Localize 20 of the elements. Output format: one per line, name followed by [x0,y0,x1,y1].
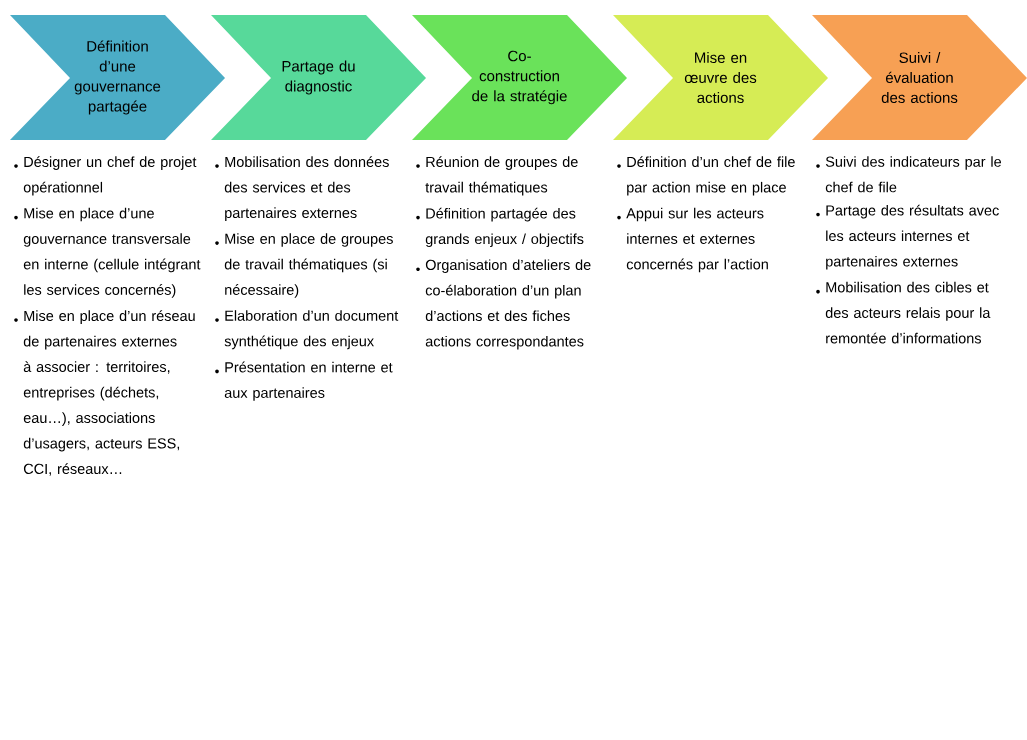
bullet-text: Organisation d’ateliers de co-élaboration d’un plan d’actions et des fiches actions correspondantes [425,259,591,350]
stage-banner: Partage du diagnostic [211,15,426,140]
bullet-text: Mobilisation des données des services et des partenaires externes [224,156,389,221]
bullet-text: Elaboration d’un document synthétique des enjeux [224,310,399,350]
stage-banner: Co-construction de la stratégie [412,15,627,140]
bullet-text: Mobilisation des cibles et des acteurs relais pour la remontée d’informations [825,281,991,344]
stage-banner: Suivi / évaluation des actions [812,15,1027,140]
bullet-text: Appui sur les acteurs internes et externes concernés par l’action [626,207,768,273]
stage-banner: Mise en œuvre des actions [613,15,828,140]
bullet-text: Mise en place d’un réseau de partenaires externes à associer : territoires, entreprises (déchets, eau…), associations d’usagers, acteurs ESS, CCI, réseaux… [23,310,195,476]
bullet-text: Réunion de groupes de travail thématiques [425,156,578,196]
bullet-text: Partage des résultats avec les acteurs internes et partenaires externes [826,204,999,270]
bullet-text: Suivi des indicateurs par le chef de file [825,156,1002,193]
bullet-text: Présentation en interne et aux partenaires [224,361,393,401]
bullet-text: Mise en place d’une gouvernance transversale en interne (cellule intégrant les services concernés) [23,207,201,298]
stage-banner: Définition d’une gouvernance partagée [10,15,225,140]
bullet-text: Définition d’un chef de file par action mise en place [627,156,795,196]
bullet-text: Définition partagée des grands enjeux / objectifs [425,207,584,247]
bullet-text: Mise en place de groupes de travail thématiques (si nécessaire) [224,233,393,298]
bullet-text: Désigner un chef de projet opérationnel [23,156,197,196]
